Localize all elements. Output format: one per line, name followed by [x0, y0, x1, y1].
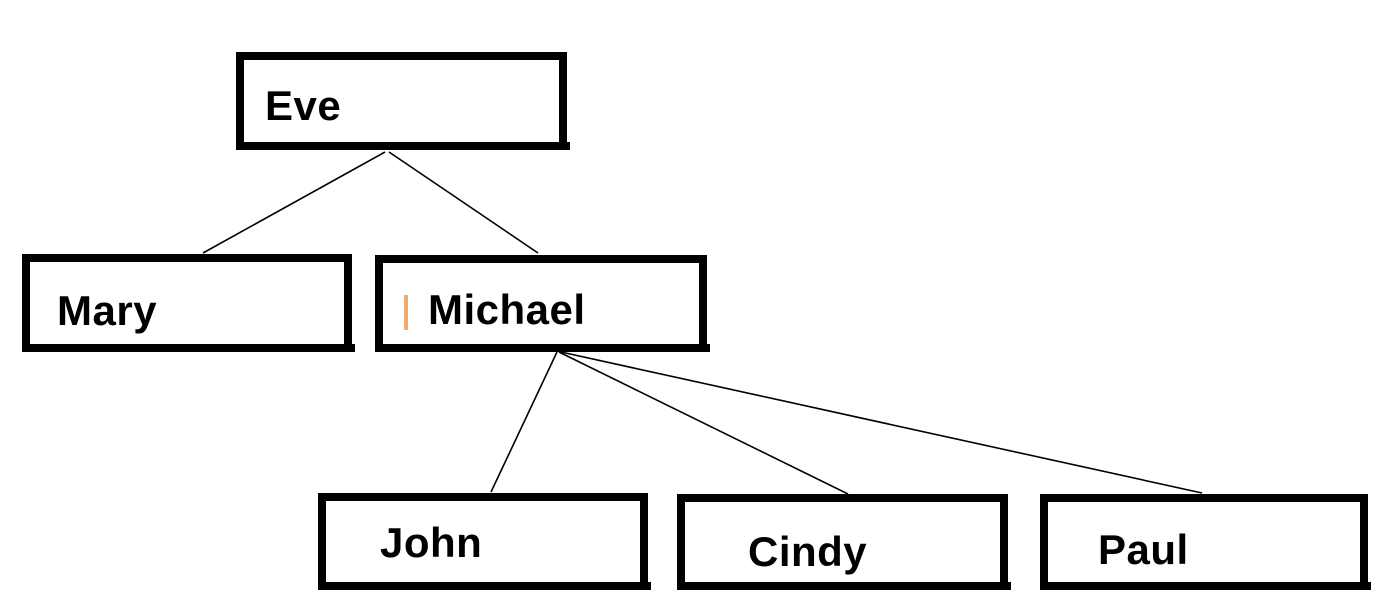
tree-node-john[interactable]: John [318, 493, 651, 590]
tree-node-eve[interactable]: Eve [236, 52, 570, 150]
edge-michael-cindy [558, 351, 849, 495]
edge-michael-paul [560, 351, 1203, 494]
edge-michael-john [490, 351, 558, 493]
node-label-eve: Eve [265, 82, 342, 129]
node-label-john: John [380, 518, 483, 566]
edge-eve-mary [202, 151, 386, 254]
tree-node-mary[interactable]: Mary [22, 254, 355, 352]
node-label-michael: Michael [428, 285, 586, 333]
tree-node-michael[interactable]: Michael [375, 255, 710, 352]
tree-node-paul[interactable]: Paul [1040, 494, 1371, 590]
edge-eve-michael [388, 151, 539, 254]
tree-node-cindy[interactable]: Cindy [677, 494, 1011, 590]
node-label-cindy: Cindy [748, 528, 868, 575]
node-label-paul: Paul [1098, 526, 1189, 573]
text-cursor-caret [404, 295, 408, 330]
node-label-mary: Mary [57, 287, 158, 334]
